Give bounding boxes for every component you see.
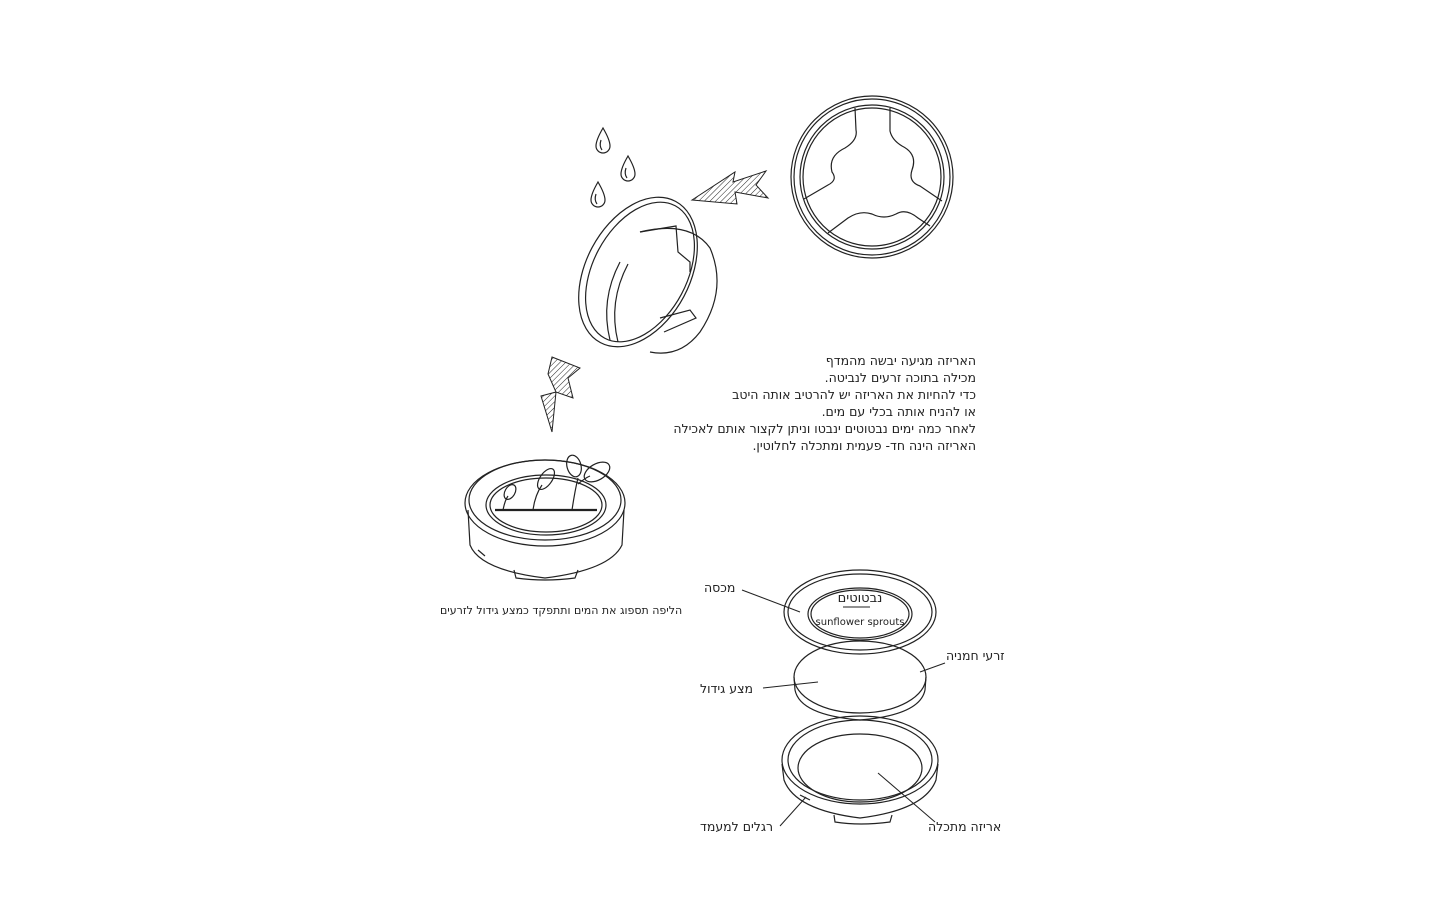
description-text: האריזה מגיעה יבשה מהמדף מכילה בתוכה זרעי… <box>656 352 976 454</box>
label-growing-medium: מצע גידול <box>700 681 753 696</box>
label-legs: רגלים למעמד <box>700 819 774 834</box>
description-line: מכילה בתוכה זרעים לנביטה. <box>824 370 976 385</box>
package-bottom-view <box>790 95 954 259</box>
sprout-leaf-icon <box>502 454 611 511</box>
description-line: או להניח אותה בכלי עם מים. <box>821 404 976 419</box>
label-package: אריזה מתכלה <box>928 819 1002 834</box>
water-drop-icon <box>590 126 636 208</box>
label-lid: מכסה <box>704 580 736 595</box>
sprouted-package <box>464 454 626 581</box>
exploded-view <box>741 569 946 827</box>
description-line: לאחר כמה ימים נבטוטים ינבטו וניתן לקצור … <box>673 421 976 436</box>
description-line: כדי להחיות את האריזה יש להרטיב אותה היטב <box>732 387 976 402</box>
label-seeds: זרעי חמניה <box>946 648 1005 663</box>
lid-brand-english: sunflower sprouts <box>815 617 905 628</box>
description-line: האריזה הינה חד- פעמית ומתכלה לחלוטין. <box>752 438 976 453</box>
package-angled-view <box>578 196 718 354</box>
hatched-arrow-down-icon <box>540 356 581 433</box>
sponge-caption: הליפה תספוג את המים ותתפקד כמצע גידול לז… <box>440 604 683 617</box>
lid-brand-hebrew: נבטוטים <box>837 591 883 606</box>
description-line: האריזה מגיעה יבשה מהמדף <box>825 353 976 368</box>
hatched-arrow-left-icon <box>690 170 770 205</box>
